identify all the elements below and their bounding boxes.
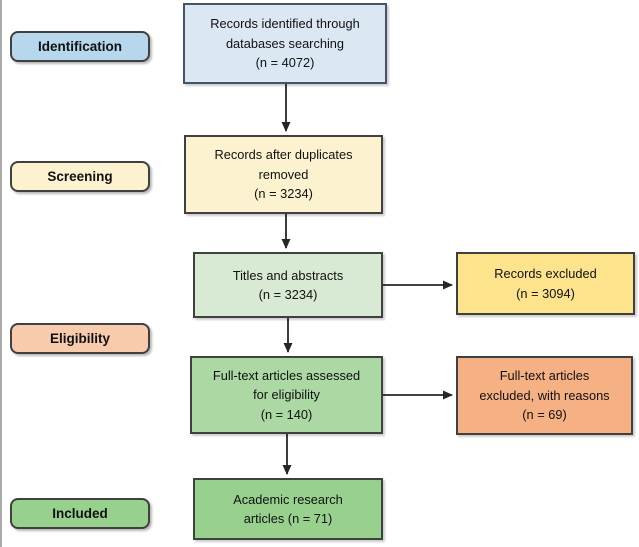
side-box-records-excluded: Records excluded (n = 3094) xyxy=(456,252,635,315)
flow-box-academic-articles: Academic research articles (n = 71) xyxy=(193,478,383,540)
flow-box-fulltext-assessed: Full-text articles assessed for eligibil… xyxy=(190,356,383,434)
stage-label-included: Included xyxy=(10,498,150,529)
stage-label-identification: Identification xyxy=(10,31,150,62)
flow-box-records-identified: Records identified through databases sea… xyxy=(183,3,387,84)
side-box-fulltext-excluded: Full-text articles excluded, with reason… xyxy=(456,356,633,435)
left-edge-line xyxy=(0,0,2,547)
flow-box-titles-abstracts: Titles and abstracts (n = 3234) xyxy=(193,252,383,318)
flow-box-duplicates-removed: Records after duplicates removed (n = 32… xyxy=(184,135,383,214)
stage-label-eligibility: Eligibility xyxy=(10,323,150,354)
stage-label-screening: Screening xyxy=(10,161,150,192)
